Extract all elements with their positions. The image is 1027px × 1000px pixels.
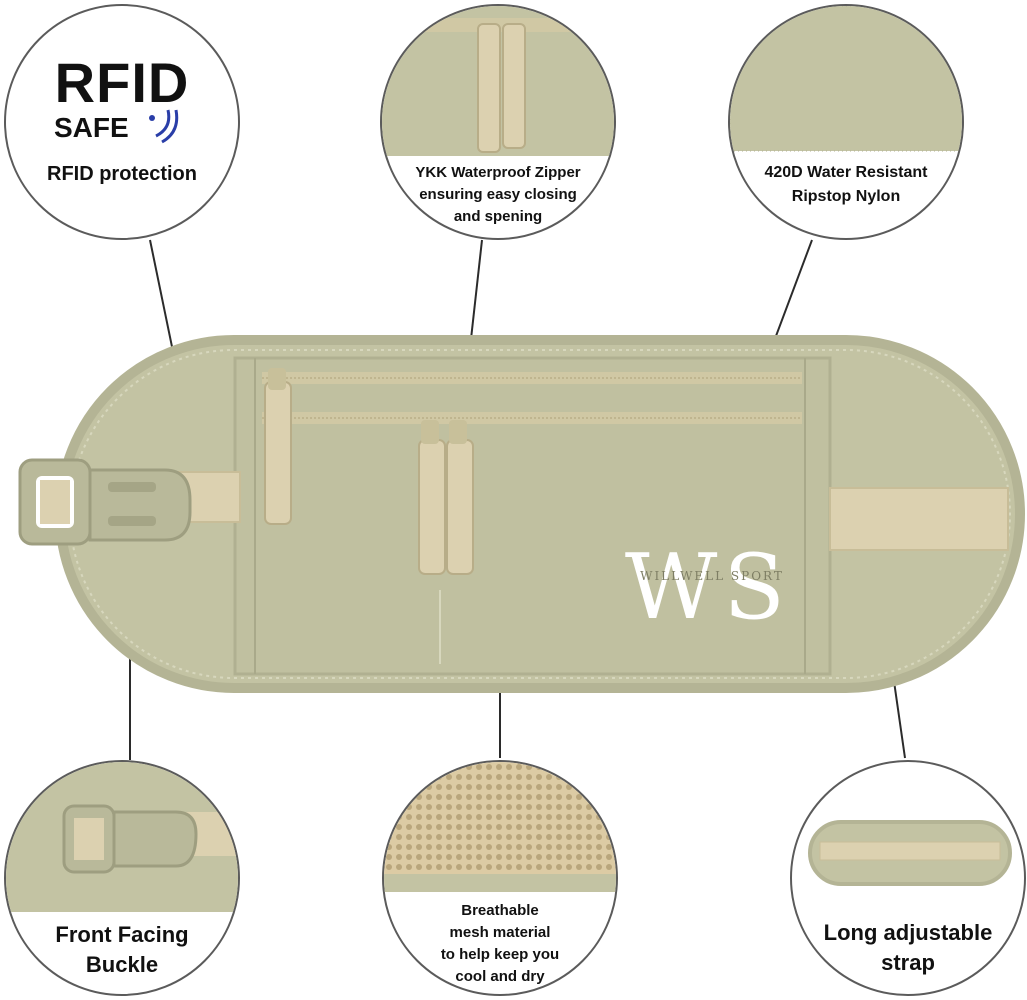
zipper-closeup-image	[382, 6, 614, 156]
rfid-logo-main: RFID	[54, 51, 190, 114]
mesh-label-line-4: cool and dry	[455, 968, 545, 985]
mesh-label-line-1: Breathable	[461, 902, 539, 919]
zipper-label-line-3: and spening	[453, 208, 543, 225]
nylon-label-line-1: 420D Water Resistant	[764, 164, 928, 181]
strap-loop	[829, 487, 1009, 551]
strap-label-line-1: Long adjustable	[823, 920, 993, 945]
mesh-label-line-2: mesh material	[449, 924, 551, 941]
strap-label-line-2: strap	[881, 950, 935, 975]
zipper-pull	[418, 439, 446, 575]
rfid-label: RFID protection	[47, 163, 197, 185]
callout-buckle: Front Facing Buckle	[4, 760, 240, 996]
zipper-label-line-2: ensuring easy closing	[419, 186, 577, 203]
strap-closeup-image	[808, 820, 1012, 886]
callout-mesh: Breathable mesh material to help keep yo…	[382, 760, 618, 996]
nylon-label-line-2: Ripstop Nylon	[791, 188, 901, 205]
nylon-texture-image	[730, 6, 962, 152]
mesh-closeup-image	[384, 762, 616, 892]
zipper-label-line-1: YKK Waterproof Zipper	[415, 164, 581, 181]
front-pocket-panel	[233, 356, 832, 676]
callout-strap: Long adjustable strap	[790, 760, 1026, 996]
buckle-label-line-1: Front Facing	[55, 922, 189, 947]
rfid-waves-icon	[149, 109, 179, 144]
zipper-pull	[264, 381, 292, 525]
callout-nylon: 420D Water Resistant Ripstop Nylon	[728, 4, 964, 240]
buckle-label-line-2: Buckle	[85, 952, 159, 977]
callout-zipper: YKK Waterproof Zipper ensuring easy clos…	[380, 4, 616, 240]
buckle-closeup-image	[6, 762, 238, 912]
rfid-logo-sub: SAFE	[54, 112, 129, 143]
mesh-label-line-3: to help keep you	[440, 946, 560, 963]
callout-rfid: RFID SAFE RFID protection	[4, 4, 240, 240]
zipper-pull	[446, 439, 474, 575]
